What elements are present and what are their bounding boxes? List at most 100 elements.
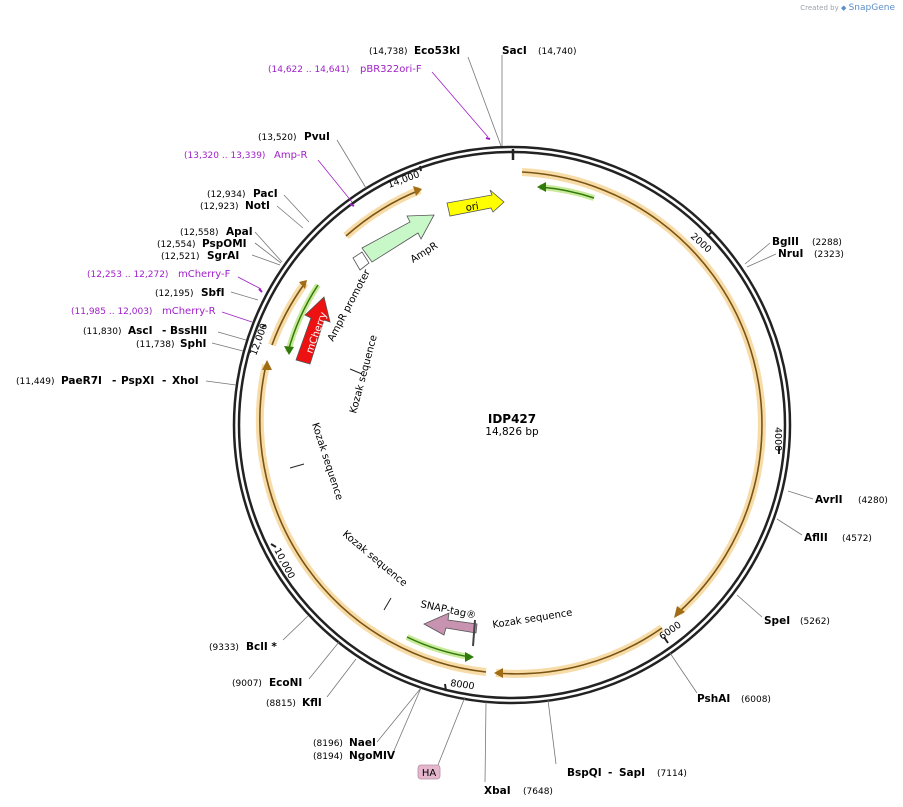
- site-saci-pos: (14,740): [538, 47, 577, 57]
- ampr-feature[interactable]: AmpR: [361, 214, 440, 266]
- ha-tag-feature[interactable]: HA: [417, 764, 441, 780]
- site-asci-pos: (11,830): [83, 327, 122, 337]
- site-apai[interactable]: ApaI: [226, 226, 253, 238]
- avrii-leader: [787, 490, 814, 500]
- noti-leader: [276, 205, 304, 229]
- site-naei[interactable]: NaeI: [349, 737, 376, 749]
- site-pspomi[interactable]: PspOMI: [202, 238, 247, 250]
- site-sbfi[interactable]: SbfI: [201, 287, 225, 299]
- site-ngomiv[interactable]: NgoMIV: [349, 750, 396, 762]
- primer-amp-r-name: Amp-R: [274, 150, 308, 161]
- site-econi[interactable]: EcoNI: [269, 677, 302, 689]
- nrui-leader: [746, 253, 777, 268]
- ori-feature[interactable]: ori: [446, 189, 505, 217]
- ampr-promoter-feature[interactable]: AmpR promoter: [326, 251, 373, 343]
- site-bspqi[interactable]: BspQI: [567, 767, 602, 779]
- spei-leader: [736, 594, 763, 618]
- site-naei-pos: (8196): [313, 739, 343, 749]
- site-xhoi-sep: -: [162, 375, 166, 387]
- kozak-sequence-3: Kozak sequence: [340, 529, 409, 611]
- snap-tag-feature[interactable]: SNAP-tag®: [419, 599, 478, 647]
- site-bcli[interactable]: BclI *: [246, 641, 277, 653]
- site-ngomiv-pos: (8194): [313, 752, 343, 762]
- site-aflii[interactable]: AflII: [804, 532, 828, 544]
- site-pshai[interactable]: PshAI: [697, 693, 730, 705]
- site-sgrai-pos: (12,521): [161, 252, 200, 262]
- pshai-leader: [669, 652, 698, 694]
- site-paci[interactable]: PacI: [253, 188, 278, 200]
- site-pspomi-pos: (12,554): [157, 240, 196, 250]
- kozak-sequence-4: Kozak sequence: [492, 607, 573, 630]
- site-kfli[interactable]: KflI: [302, 697, 322, 709]
- site-xbai[interactable]: XbaI: [484, 785, 511, 797]
- bspqi-leader: [547, 699, 557, 765]
- kozak-sequence-2: Kozak sequence: [289, 422, 345, 502]
- green-arrow-bottom: [405, 634, 474, 662]
- paci-leader: [283, 194, 310, 223]
- site-bglii[interactable]: BglII: [772, 236, 799, 248]
- site-pshai-pos: (6008): [741, 695, 771, 705]
- tick-label-8000: 8000: [450, 678, 475, 692]
- site-bcli-pos: (9333): [209, 643, 239, 653]
- kozak-label-1: Kozak sequence: [348, 334, 380, 415]
- plasmid-name: IDP427: [488, 412, 536, 426]
- primer-amp-r-range: (13,320 .. 13,339): [184, 151, 265, 161]
- site-paer7i-pos: (11,449): [16, 377, 55, 387]
- site-spei-pos: (5262): [800, 617, 830, 627]
- ngomiv-leader: [392, 687, 422, 754]
- sbfi-leader: [230, 291, 259, 301]
- primer-amp-r[interactable]: Amp-R (13,320 .. 13,339): [184, 150, 355, 207]
- sphi-leader: [211, 342, 244, 352]
- site-bsshii[interactable]: BssHII: [170, 325, 207, 337]
- kozak-sequence-1: Kozak sequence: [348, 334, 380, 415]
- snapgene-logo-icon: ◆: [840, 4, 847, 12]
- site-nrui-pos: (2323): [814, 250, 844, 260]
- orf-arc-upper-left: [343, 186, 422, 239]
- site-sphi[interactable]: SphI: [180, 338, 206, 350]
- site-eco53ki[interactable]: Eco53kI: [414, 45, 460, 57]
- site-aflii-pos: (4572): [842, 534, 872, 544]
- snapgene-credit: Created by ◆ SnapGene: [800, 3, 895, 13]
- primer-mcherry-r[interactable]: mCherry-R (11,985 .. 12,003): [71, 306, 253, 323]
- site-pspxi[interactable]: PspXI: [121, 375, 154, 387]
- site-nrui[interactable]: NruI: [778, 248, 803, 260]
- primer-mcherry-f[interactable]: mCherry-F (12,253 .. 12,272): [87, 269, 263, 293]
- orf-arc-large: [521, 168, 766, 618]
- orf-arc-left: [255, 360, 487, 676]
- site-bspqi-pos: (7114): [657, 769, 687, 779]
- site-asci[interactable]: AscI: [128, 325, 153, 337]
- site-bglii-pos: (2288): [812, 238, 842, 248]
- site-pspxi-sep: -: [112, 375, 116, 387]
- naei-leader: [376, 687, 422, 743]
- apai-leader: [254, 231, 283, 263]
- site-xhoi[interactable]: XhoI: [172, 375, 199, 387]
- primer-pbr322ori-f-range: (14,622 .. 14,641): [268, 65, 349, 75]
- site-sapi[interactable]: SapI: [619, 767, 645, 779]
- site-kfli-pos: (8815): [266, 699, 296, 709]
- site-saci[interactable]: SacI: [502, 45, 527, 57]
- site-eco53ki-pos: (14,738): [369, 47, 408, 57]
- green-arrow-top: [537, 182, 595, 201]
- bglii-leader: [744, 242, 771, 265]
- site-paer7i[interactable]: PaeR7I: [61, 375, 102, 387]
- tick-8000: 8000: [444, 678, 475, 692]
- pvui-leader: [336, 139, 367, 189]
- site-pvui[interactable]: PvuI: [304, 131, 330, 143]
- ampr-promoter-label: AmpR promoter: [326, 267, 373, 343]
- site-sbfi-pos: (12,195): [155, 289, 194, 299]
- site-apai-pos: (12,558): [180, 228, 219, 238]
- mcherry-feature[interactable]: mCherry: [295, 296, 331, 365]
- site-avrii[interactable]: AvrII: [815, 494, 843, 506]
- site-sgrai[interactable]: SgrAI: [207, 250, 239, 262]
- site-spei[interactable]: SpeI: [764, 615, 790, 627]
- site-noti[interactable]: NotI: [245, 200, 270, 212]
- green-arrow-left: [284, 283, 321, 355]
- credit-brand: SnapGene: [848, 3, 895, 13]
- kozak-label-2: Kozak sequence: [309, 422, 344, 502]
- primer-mcherry-f-range: (12,253 .. 12,272): [87, 270, 168, 280]
- primer-pbr322ori-f-name: pBR322ori-F: [360, 64, 422, 75]
- primer-pbr322ori-f[interactable]: pBR322ori-F (14,622 .. 14,641): [268, 64, 491, 140]
- site-xbai-pos: (7648): [523, 787, 553, 797]
- site-econi-pos: (9007): [232, 679, 262, 689]
